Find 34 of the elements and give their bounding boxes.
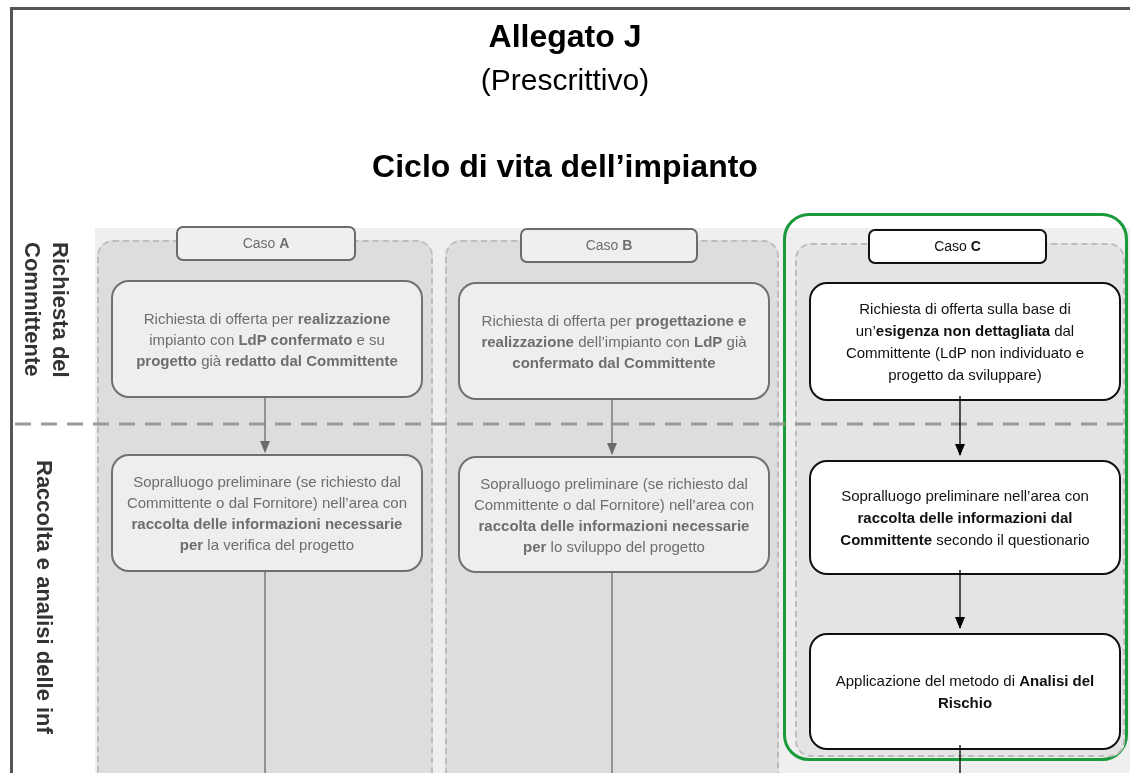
process-box — [809, 633, 1121, 750]
heading: Ciclo di vita dell’impianto — [371, 147, 759, 186]
process-box — [809, 460, 1121, 575]
subtitle: (Prescrittivo) — [479, 62, 651, 98]
box-text: Caso B — [585, 236, 633, 255]
arrow — [260, 395, 270, 453]
box-text: Richiesta di offerta per realizzazione impianto con LdP confermato e su progetto già redatto dal Committente — [135, 308, 399, 371]
process-box — [458, 456, 770, 573]
box-text: Richiesta di offerta sulla base di un’esigenza non dettagliata dal Committente (LdP non individuato e progetto da sviluppare) — [844, 298, 1086, 385]
lane-title: Richiesta del Committente — [19, 242, 74, 380]
lane-title: Raccolta e analisi delle inf — [31, 460, 58, 736]
arrow — [955, 395, 965, 456]
process-box — [111, 280, 423, 398]
title: Allegato J — [487, 17, 643, 56]
connector-line — [959, 744, 961, 773]
box-text: Richiesta di offerta per progettazione e realizzazione dell’impianto con LdP già confermato dal Committente — [480, 310, 748, 373]
box-text: Sopralluogo preliminare (se richiesto dal Committente o dal Fornitore) nell’area con raccolta delle informazioni necessarie per la verifica del progetto — [125, 472, 409, 555]
box-text: Caso A — [242, 234, 290, 253]
process-box — [809, 282, 1121, 401]
case-tab — [520, 228, 698, 263]
connector-line — [611, 570, 613, 773]
process-box — [458, 282, 770, 400]
box-text: Sopralluogo preliminare (se richiesto dal Committente o dal Fornitore) nell’area con raccolta delle informazioni necessarie per lo sviluppo del progetto — [472, 473, 756, 557]
case-tab — [176, 226, 356, 261]
arrow — [607, 397, 617, 455]
case-panel — [97, 240, 433, 773]
connector-line — [264, 569, 266, 773]
box-text: Caso C — [934, 237, 981, 256]
box-text: Applicazione del metodo di Analisi del Rischio — [834, 670, 1096, 713]
case-tab — [868, 229, 1047, 264]
box-text: Sopralluogo preliminare nell’area con raccolta delle informazioni dal Committente secondo il questionario — [839, 485, 1091, 550]
process-box — [111, 454, 423, 572]
arrow — [955, 569, 965, 629]
case-panel — [445, 240, 779, 773]
